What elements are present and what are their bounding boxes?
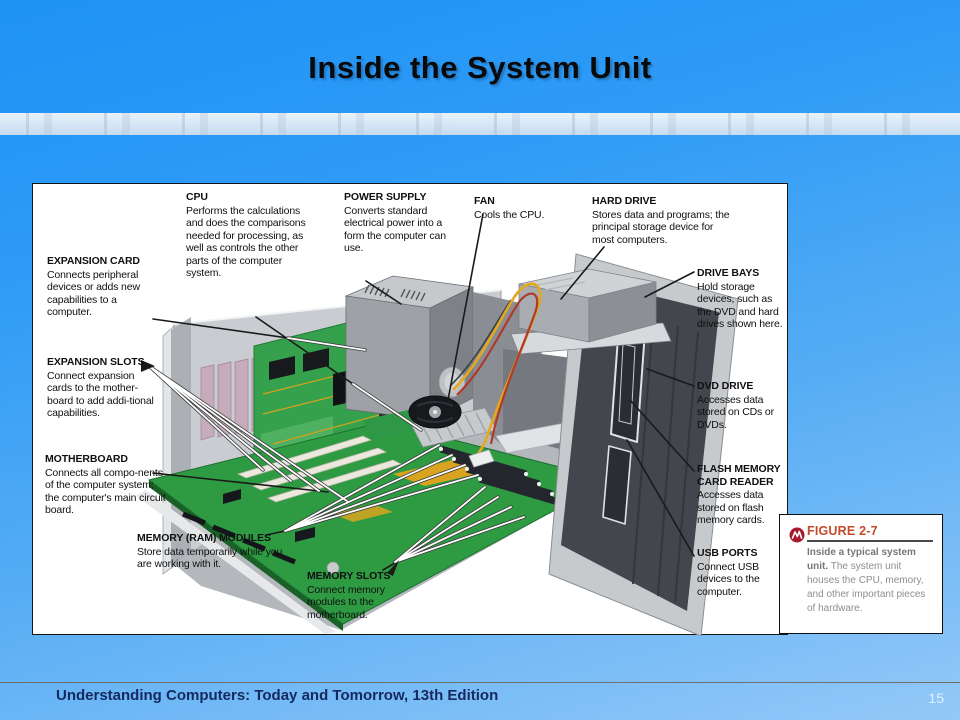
callout-cpu: CPU Performs the calculations and does t… xyxy=(186,191,316,280)
callout-desc: Accesses data stored on CDs or DVDs. xyxy=(697,393,774,431)
callout-title: EXPANSION CARD xyxy=(47,255,140,267)
callout-desc: Connects all compo-nents of the computer… xyxy=(45,466,166,517)
callout-memory-slots: MEMORY SLOTS Connect memory modules to t… xyxy=(307,570,402,621)
footer-text: Understanding Computers: Today and Tomor… xyxy=(56,687,499,704)
callout-flash-memory-card-reader: FLASH MEMORY CARD READER Accesses data s… xyxy=(697,463,788,527)
callout-title: MOTHERBOARD xyxy=(45,453,128,465)
callout-title: DVD DRIVE xyxy=(697,380,754,392)
callout-title: DRIVE BAYS xyxy=(697,267,760,279)
circuit-pattern-band xyxy=(0,113,960,135)
power-cables xyxy=(449,282,542,468)
callout-expansion-slots: EXPANSION SLOTS Connect expansion cards … xyxy=(47,356,159,420)
callout-title: MEMORY SLOTS xyxy=(307,570,391,582)
callout-desc: Connect expansion cards to the mother-bo… xyxy=(47,369,154,420)
callout-title: MEMORY (RAM) MODULES xyxy=(137,532,271,544)
callout-usb-ports: USB PORTS Connect USB devices to the com… xyxy=(697,547,785,598)
figure-divider xyxy=(807,540,933,542)
callout-title: FLASH MEMORY CARD READER xyxy=(697,463,781,488)
figure-caption-box: FIGURE 2-7 Inside a typical system unit.… xyxy=(779,514,943,634)
callout-desc: Accesses data stored on flash memory car… xyxy=(697,489,765,526)
leader-lines-white xyxy=(141,336,526,576)
callout-hard-drive: HARD DRIVE Stores data and programs; the… xyxy=(592,195,734,246)
callout-memory-ram-modules: MEMORY (RAM) MODULES Store data temporar… xyxy=(137,532,287,571)
card-reader-bay-graphic xyxy=(602,445,632,525)
power-supply-graphic xyxy=(344,275,475,421)
callout-desc: Cools the CPU. xyxy=(474,208,545,221)
system-unit-illustration xyxy=(136,213,739,636)
callout-title: CPU xyxy=(186,191,208,203)
callout-drive-bays: DRIVE BAYS Hold storage devices, such as… xyxy=(697,267,787,331)
figure-caption-rest: The system unit houses the CPU, memory, … xyxy=(807,560,926,614)
callout-desc: Converts standard electrical power into … xyxy=(344,204,446,255)
callout-expansion-card: EXPANSION CARD Connects peripheral devic… xyxy=(47,255,157,319)
callout-desc: Connect USB devices to the computer. xyxy=(697,560,760,598)
callout-desc: Hold storage devices, such as the DVD an… xyxy=(697,280,783,331)
edge-connectors xyxy=(182,511,296,565)
figure-caption-bold: Inside a typical system unit. xyxy=(807,546,916,572)
footer-divider xyxy=(0,682,960,683)
figure-marker-icon xyxy=(789,527,807,548)
callout-desc: Connect memory modules to the motherboar… xyxy=(307,583,385,621)
callout-desc: Performs the calculations and does the c… xyxy=(186,204,306,280)
callout-desc: Stores data and programs; the principal … xyxy=(592,208,730,246)
circuit-pattern xyxy=(0,113,960,135)
page-title: Inside the System Unit xyxy=(308,50,652,85)
callout-title: EXPANSION SLOTS xyxy=(47,356,145,368)
callout-fan: FAN Cools the CPU. xyxy=(474,195,559,221)
callout-motherboard: MOTHERBOARD Connects all compo-nents of … xyxy=(45,453,169,517)
front-panel-graphic xyxy=(548,253,739,636)
leader-lines xyxy=(152,213,695,571)
callout-power-supply: POWER SUPPLY Converts standard electrica… xyxy=(344,191,450,255)
callout-title: POWER SUPPLY xyxy=(344,191,427,203)
figure-caption: Inside a typical system unit. The system… xyxy=(807,546,933,616)
pci-slots xyxy=(236,435,403,503)
callout-dvd-drive: DVD DRIVE Accesses data stored on CDs or… xyxy=(697,380,785,431)
diagram-panel: CPU Performs the calculations and does t… xyxy=(32,183,788,636)
callout-title: HARD DRIVE xyxy=(592,195,657,207)
figure-label: FIGURE 2-7 xyxy=(807,524,878,538)
callout-title: USB PORTS xyxy=(697,547,758,559)
callout-desc: Store data temporarily while you are wor… xyxy=(137,545,283,571)
callout-title: FAN xyxy=(474,195,495,207)
page-number: 15 xyxy=(928,690,944,706)
cpu-fan-graphic xyxy=(408,395,462,429)
callout-desc: Connects peripheral devices or adds new … xyxy=(47,268,140,319)
